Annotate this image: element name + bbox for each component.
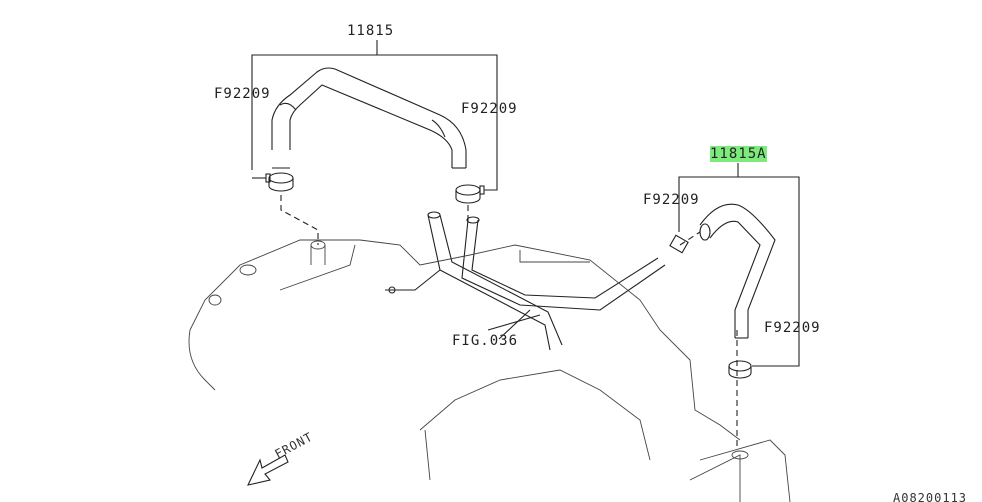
diagram-id: A08200113 <box>893 491 968 502</box>
figure-reference-link[interactable]: FIG.036 <box>452 333 519 349</box>
part-number-11815A[interactable]: 11815A <box>710 146 767 162</box>
clamp-label-right-upper[interactable]: F92209 <box>643 192 700 208</box>
clamp-label-top-left[interactable]: F92209 <box>214 86 271 102</box>
clamp-label-right-lower[interactable]: F92209 <box>764 320 821 336</box>
clamp-label-top-right[interactable]: F92209 <box>461 101 518 117</box>
fig-ref-leader <box>498 309 531 340</box>
clamp-top-right <box>455 184 485 204</box>
clamp-right-upper <box>669 234 689 254</box>
pipe-assembly <box>385 211 666 351</box>
clamp-right-lower <box>728 360 752 379</box>
front-arrow-icon <box>247 454 289 486</box>
clamp-top-left <box>265 172 294 192</box>
hose-11815A-leaders <box>678 163 800 367</box>
part-number-11815[interactable]: 11815 <box>347 23 395 39</box>
engine-outline <box>188 239 791 502</box>
hose-11815-leaders <box>251 40 498 191</box>
hose-11815 <box>271 67 467 169</box>
hose-11815A <box>699 203 776 339</box>
assembly-dashed-lines <box>280 195 738 450</box>
